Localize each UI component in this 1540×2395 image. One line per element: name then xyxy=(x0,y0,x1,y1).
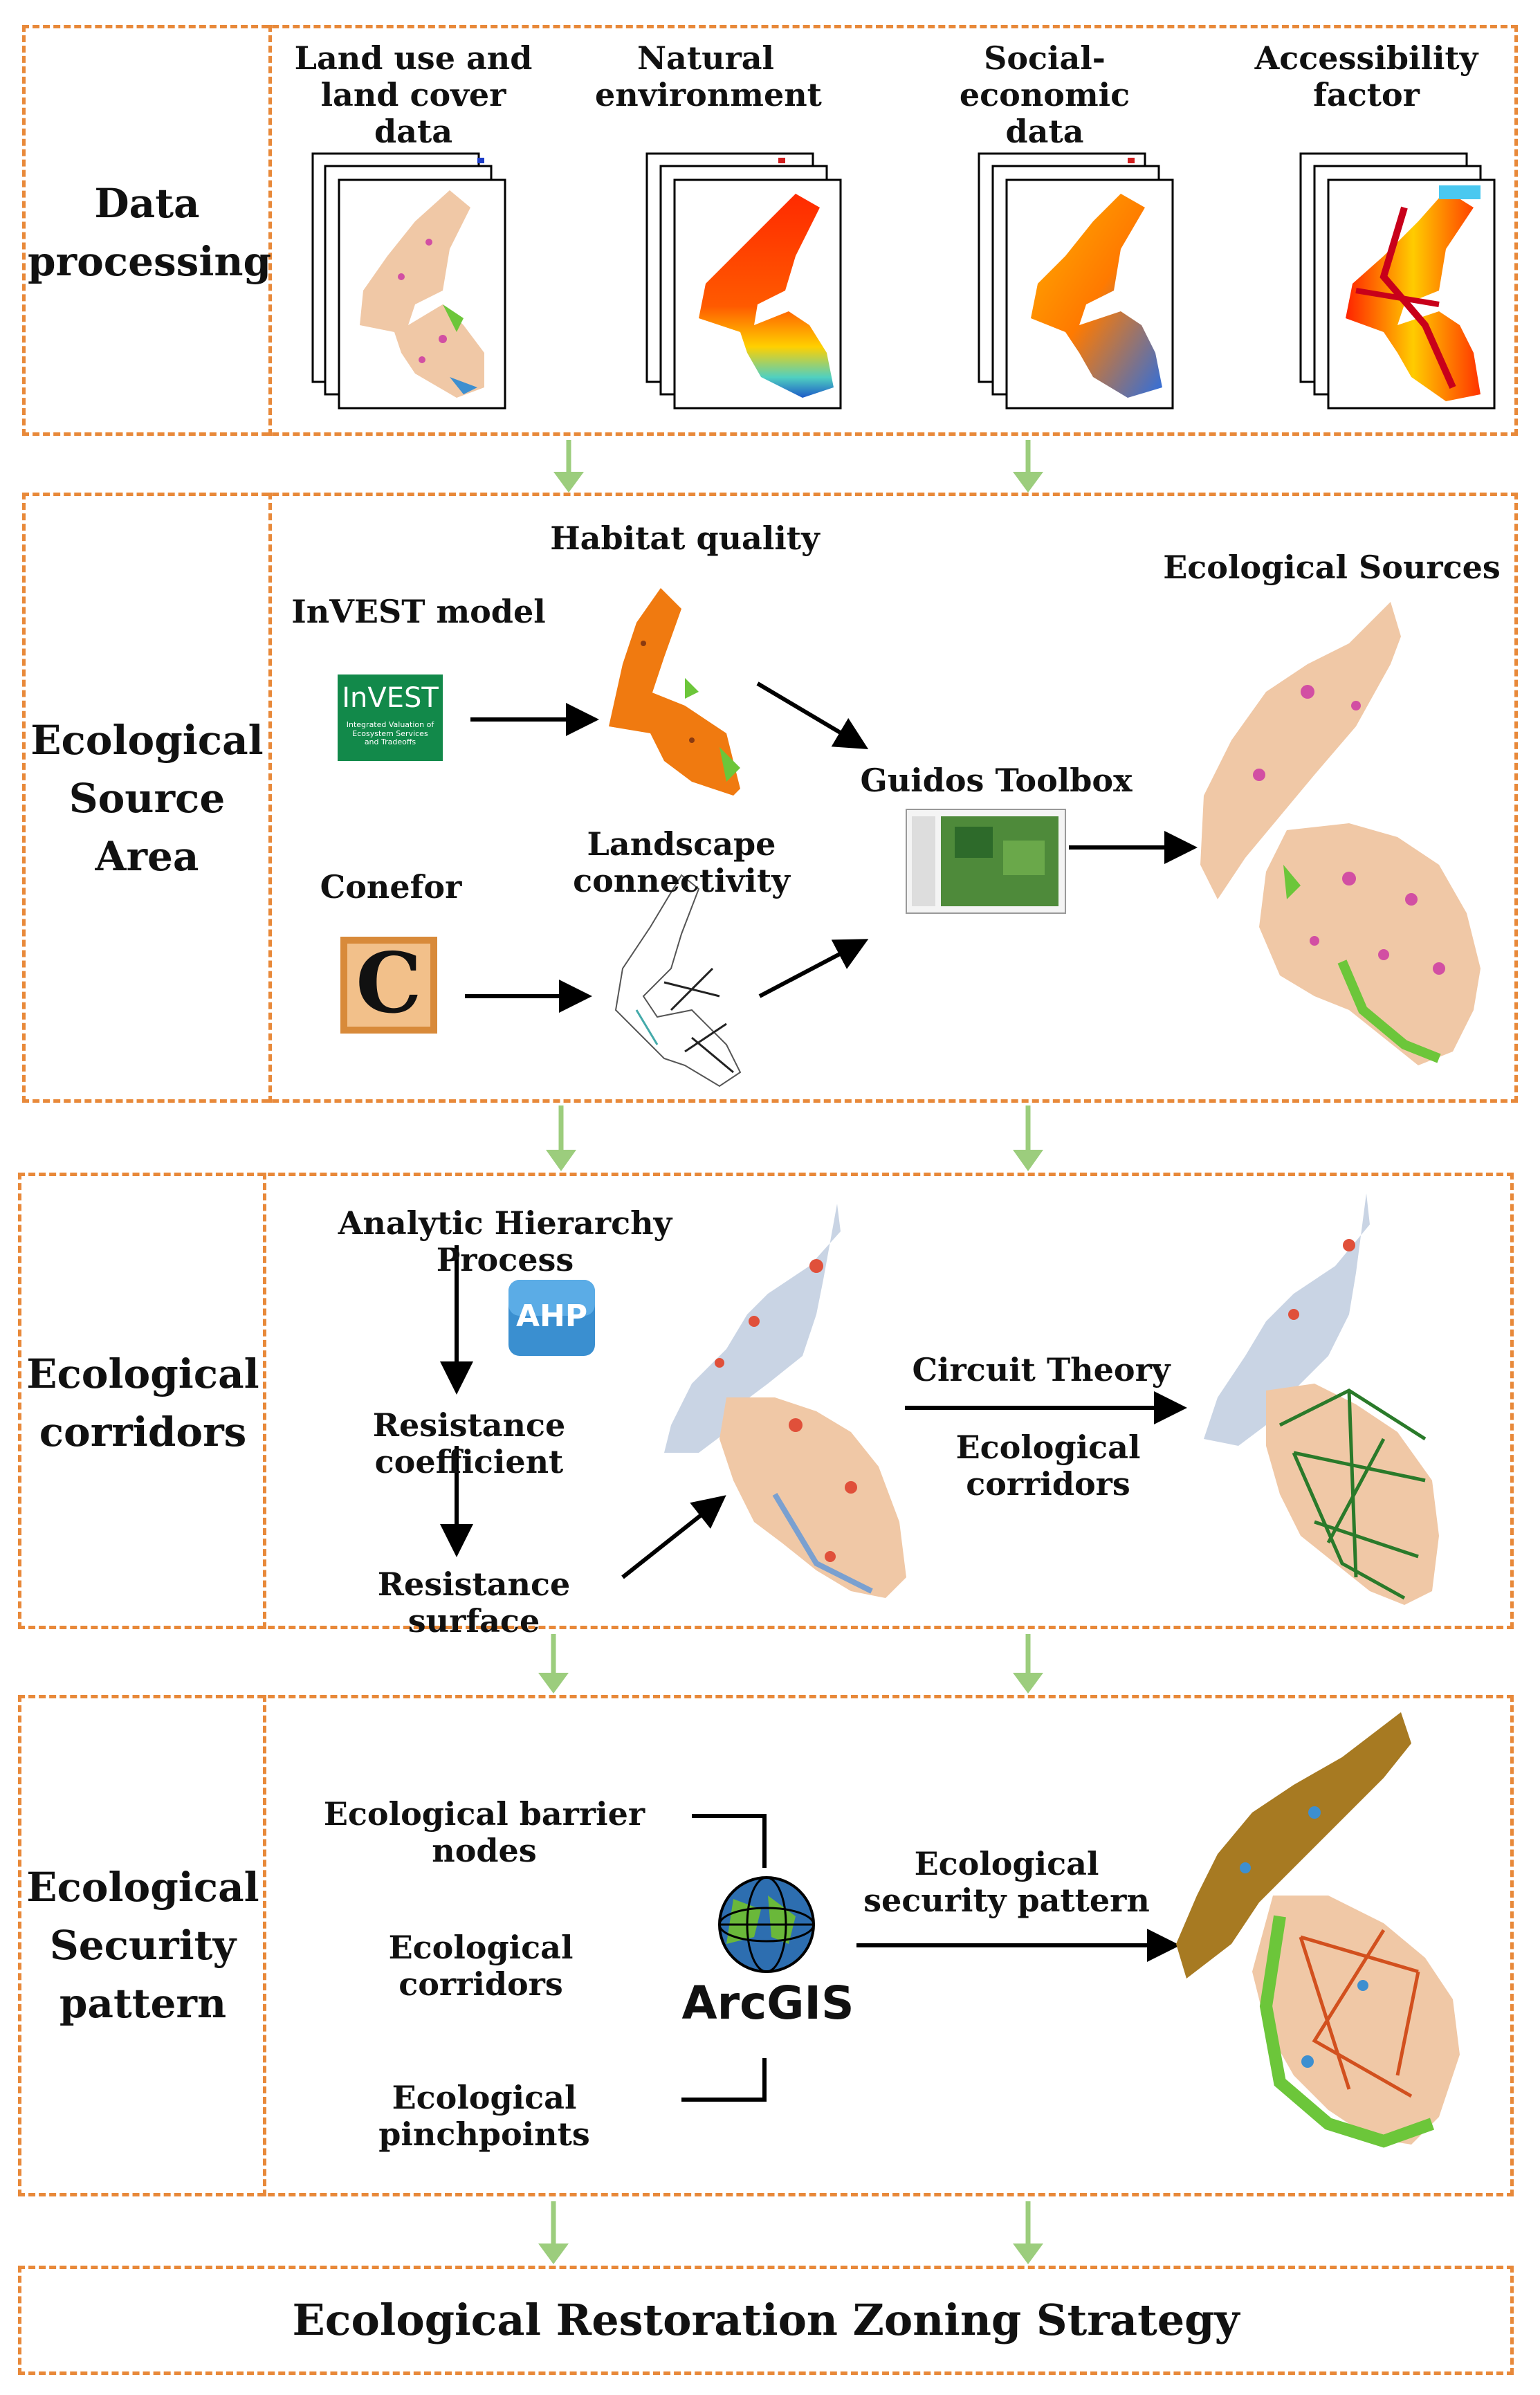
final-strategy-box xyxy=(18,2266,1514,2375)
security-pattern-map xyxy=(1176,1712,1460,2148)
map-stack-social-economic xyxy=(978,152,1174,410)
stage-title-data-processing: Data processing xyxy=(28,180,272,285)
resistance-surface-map xyxy=(664,1204,906,1598)
map-stack-natural-environment xyxy=(645,152,842,410)
conefor-logo-letter: C xyxy=(356,935,422,1032)
invest-logo-subtitle: Integrated Valuation of Ecosystem Servic… xyxy=(346,720,434,747)
label-invest-model: InVEST model xyxy=(291,593,546,630)
label-security-corridors: Ecological corridors xyxy=(388,1929,574,2003)
label-conefor: Conefor xyxy=(320,868,462,906)
source-arrows xyxy=(465,681,1198,1013)
label-ecological-corridors-output: Ecological corridors xyxy=(955,1429,1141,1503)
stage-divider xyxy=(263,1173,266,1629)
svg-text:InVEST: InVEST xyxy=(342,682,439,714)
label-resistance-surface: Resistance surface xyxy=(377,1566,571,1640)
label-ahp: Analytic Hierarchy Process xyxy=(338,1204,672,1278)
stage-title-ecological-corridors: Ecological corridors xyxy=(26,1350,259,1456)
stage-title-ecological-source-area: Ecological Source Area xyxy=(30,717,264,880)
label-circuit-theory: Circuit Theory xyxy=(912,1351,1171,1388)
label-habitat-quality: Habitat quality xyxy=(550,520,820,557)
label-landscape-connectivity: Landscape connectivity xyxy=(573,825,790,899)
stage-box-ecological-security-pattern xyxy=(18,1695,1514,2196)
stage-box-ecological-corridors xyxy=(18,1173,1514,1629)
stage-divider xyxy=(268,493,272,1103)
transition-arrows xyxy=(538,440,1043,2264)
ecological-sources-map xyxy=(1200,602,1481,1065)
final-strategy-title: Ecological Restoration Zoning Strategy xyxy=(292,2295,1240,2345)
ecological-corridors-map xyxy=(1204,1193,1439,1605)
invest-logo: InVEST xyxy=(338,675,443,761)
security-connectors xyxy=(681,1814,1180,2102)
habitat-quality-map xyxy=(609,588,740,796)
label-accessibility-factor: Accessibility factor xyxy=(1254,39,1478,113)
ahp-logo xyxy=(508,1280,595,1356)
landscape-connectivity-map xyxy=(614,874,742,1088)
arcgis-globe-icon xyxy=(718,1876,815,1973)
ahp-logo-text: AHP xyxy=(515,1299,588,1334)
stage-divider xyxy=(263,1695,266,2196)
map-stack-land-use xyxy=(311,152,506,410)
guidos-toolbox-screenshot xyxy=(906,809,1066,914)
map-stack-accessibility-factor xyxy=(1299,152,1496,410)
label-resistance-coefficient: Resistance coefficient xyxy=(372,1406,566,1480)
stage-box-data-processing xyxy=(22,25,1518,436)
label-pinchpoints: Ecological pinchpoints xyxy=(378,2079,590,2153)
label-guidos-toolbox: Guidos Toolbox xyxy=(860,762,1133,799)
label-ecological-sources: Ecological Sources xyxy=(1163,549,1501,586)
label-security-pattern-output: Ecological security pattern xyxy=(863,1845,1150,1919)
label-natural-environment: Natural environment xyxy=(595,39,822,113)
label-social-economic: Social-economic data xyxy=(959,39,1130,150)
label-land-use: Land use and land cover data xyxy=(294,39,533,150)
label-barrier-nodes: Ecological barrier nodes xyxy=(323,1795,645,1869)
stage-title-ecological-security-pattern: Ecological Security pattern xyxy=(26,1864,259,2027)
corridor-arrows xyxy=(440,1245,1187,1579)
conefor-logo xyxy=(340,937,437,1034)
stage-box-ecological-source-area xyxy=(22,493,1518,1103)
stage-divider xyxy=(268,25,272,436)
arcgis-label: ArcGIS xyxy=(681,1976,854,2030)
